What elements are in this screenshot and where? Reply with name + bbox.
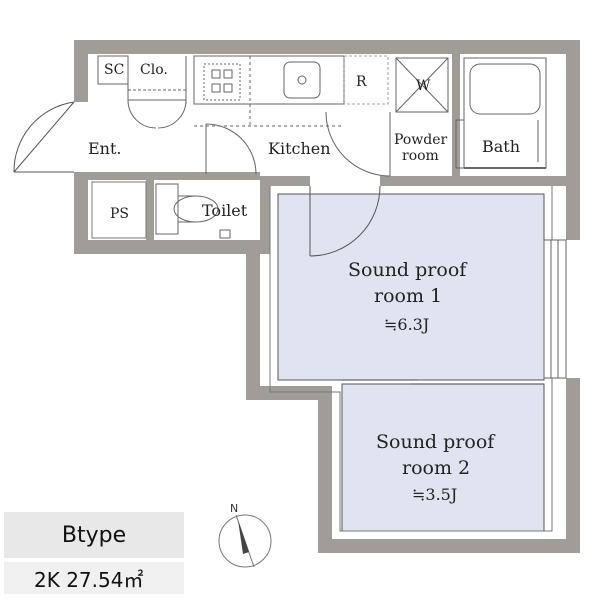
label-room2-size: ≒3.5J xyxy=(412,485,457,504)
label-pipe-space: PS xyxy=(110,206,129,222)
sound-proof-room-2 xyxy=(341,383,545,532)
window xyxy=(543,239,567,379)
label-room1-line1: Sound proof xyxy=(348,259,468,281)
compass: N xyxy=(218,502,272,568)
refrigerator-space xyxy=(343,55,389,105)
unit-type-panel: Btype 2K 27.54㎡ xyxy=(4,512,184,594)
label-room1-line2: room 1 xyxy=(374,285,442,307)
bath-door xyxy=(455,119,465,169)
label-sc: SC xyxy=(104,62,124,78)
powder-room-door xyxy=(325,111,391,177)
kitchen-counter xyxy=(193,55,345,127)
compass-north-label: N xyxy=(230,502,238,515)
label-room2-line1: Sound proof xyxy=(376,431,496,453)
room1-door xyxy=(309,185,381,257)
room1-inner-outline xyxy=(269,186,553,532)
label-entrance: Ent. xyxy=(88,139,122,158)
bathtub xyxy=(463,57,547,169)
label-toilet: Toilet xyxy=(202,201,248,220)
pipe-space-box xyxy=(91,181,147,239)
label-room1-size: ≒6.3J xyxy=(384,315,429,334)
label-bath: Bath xyxy=(482,137,520,156)
compass-needle-icon xyxy=(238,520,249,554)
exterior-walls xyxy=(74,40,580,553)
label-closet: Clo. xyxy=(140,62,168,78)
label-washer: W xyxy=(416,78,431,94)
compass-circle xyxy=(218,514,272,568)
label-powder-room-1: Powder xyxy=(394,132,448,148)
label-kitchen: Kitchen xyxy=(268,139,331,158)
label-refrigerator: R xyxy=(356,74,367,90)
label-powder-room-2: room xyxy=(402,148,439,164)
interior-walls xyxy=(88,54,566,254)
entrance-door xyxy=(13,101,75,173)
closet-area xyxy=(97,55,187,129)
toilet-fixture xyxy=(155,183,231,239)
washer-space xyxy=(395,57,449,113)
sliding-door xyxy=(342,379,544,385)
unit-layout-area: 2K 27.54㎡ xyxy=(4,562,184,594)
toilet-door xyxy=(205,123,257,175)
unit-type-name: Btype xyxy=(4,512,184,558)
label-room2-line2: room 2 xyxy=(402,457,470,479)
